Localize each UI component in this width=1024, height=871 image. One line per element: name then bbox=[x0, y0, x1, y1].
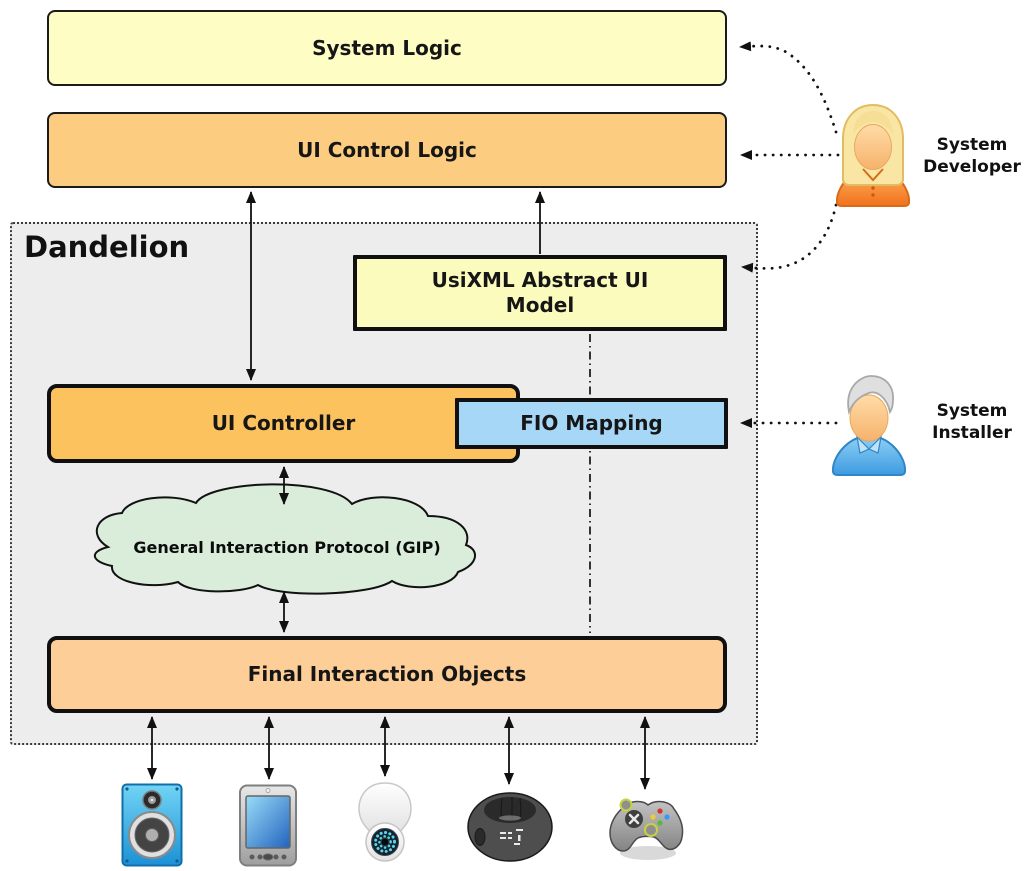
speaker-icon bbox=[121, 783, 183, 867]
fio-mapping-label: FIO Mapping bbox=[520, 411, 663, 435]
box-ui-controller: UI Controller bbox=[47, 384, 520, 463]
system-installer-label: System Installer bbox=[932, 401, 1012, 444]
ui-control-logic-label: UI Control Logic bbox=[297, 137, 477, 162]
system-installer-icon bbox=[832, 375, 906, 476]
box-final-interaction-objects: Final Interaction Objects bbox=[47, 636, 727, 713]
wristband-icon bbox=[467, 792, 553, 862]
box-ui-control-logic: UI Control Logic bbox=[47, 112, 727, 188]
security-camera-icon bbox=[358, 782, 412, 862]
box-fio-mapping: FIO Mapping bbox=[455, 398, 728, 449]
usixml-model-label: UsiXML Abstract UI Model bbox=[431, 268, 649, 317]
system-developer-icon bbox=[836, 103, 910, 207]
system-developer-label: System Developer bbox=[923, 135, 1021, 178]
gip-cloud-label: General Interaction Protocol (GIP) bbox=[133, 538, 441, 557]
dandelion-title: Dandelion bbox=[24, 230, 190, 264]
arrow-developer-usixml bbox=[740, 203, 838, 273]
ui-controller-label: UI Controller bbox=[211, 411, 356, 435]
game-controller-icon bbox=[609, 798, 684, 860]
box-system-logic: System Logic bbox=[47, 10, 727, 86]
box-usixml-abstract-ui-model: UsiXML Abstract UI Model bbox=[353, 255, 727, 331]
gip-cloud-shape bbox=[94, 483, 476, 595]
smartphone-icon bbox=[239, 784, 297, 867]
final-interaction-objects-label: Final Interaction Objects bbox=[247, 662, 527, 686]
system-logic-label: System Logic bbox=[312, 35, 462, 60]
arrow-developer-systemlogic bbox=[738, 41, 838, 134]
